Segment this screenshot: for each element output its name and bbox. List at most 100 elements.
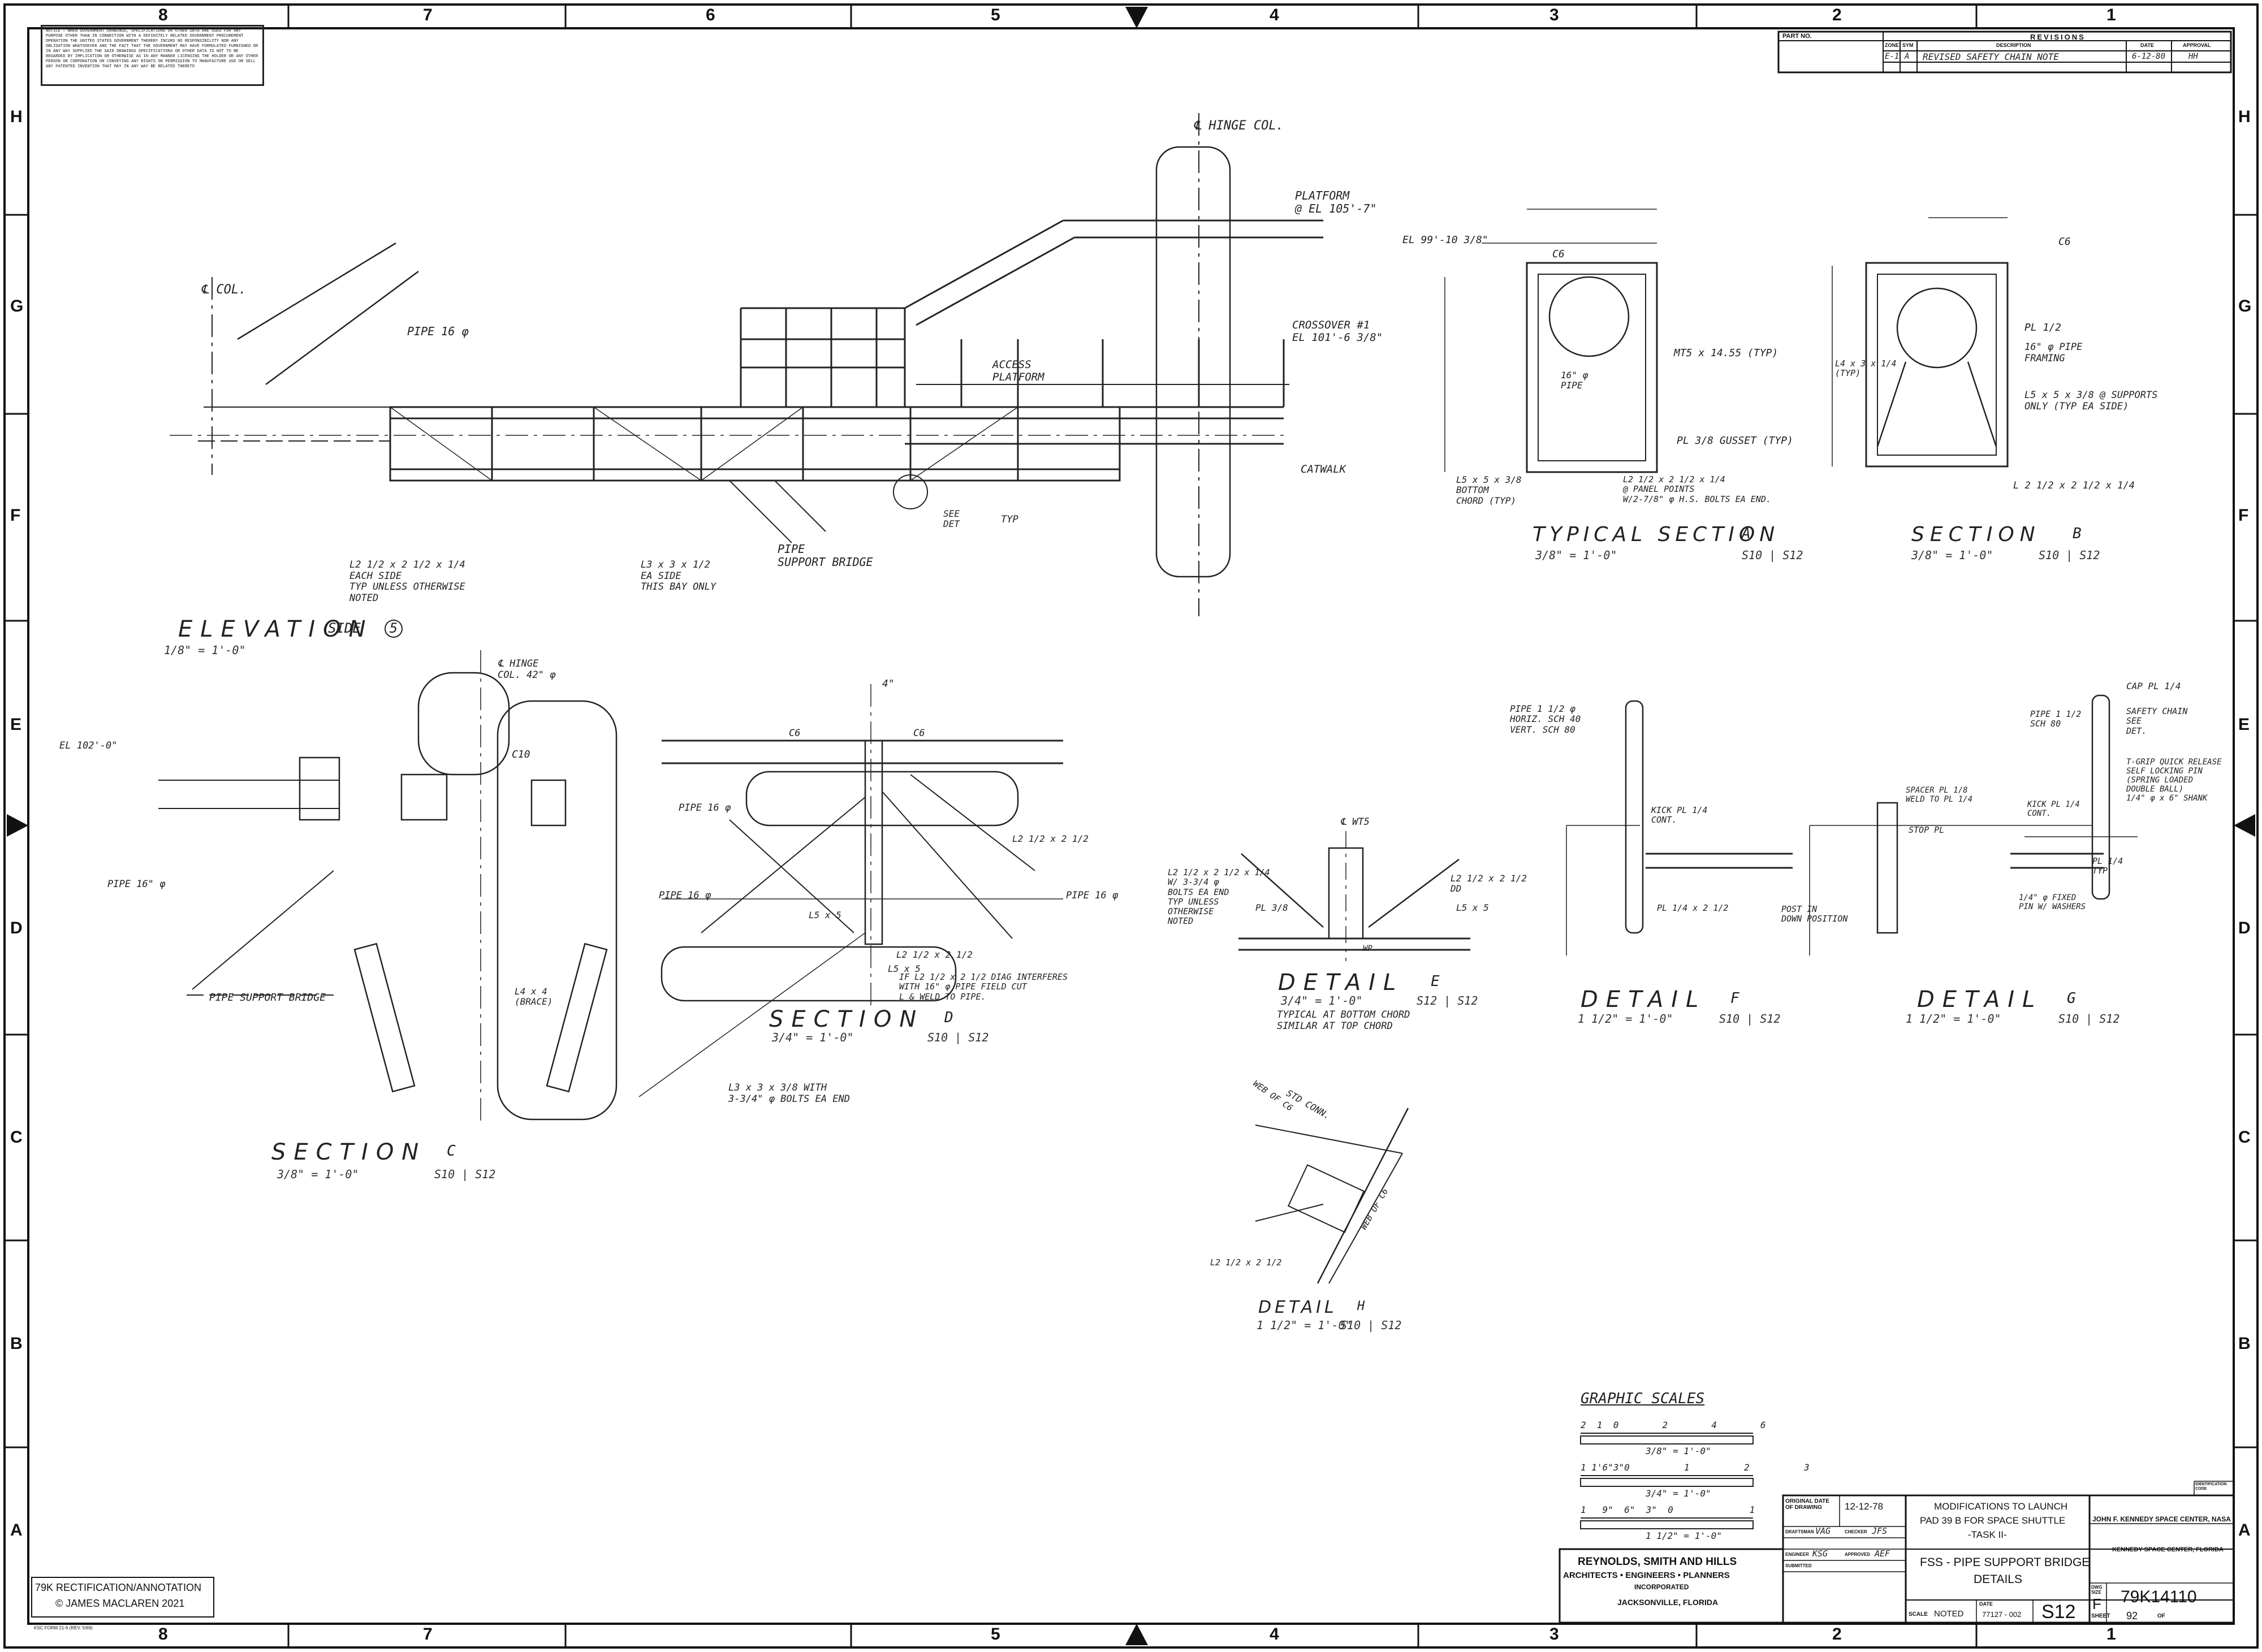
callout-mt5: MT5 x 14.55 (TYP) [1674, 347, 1778, 359]
typical-section-a-tag: A [1742, 525, 1751, 542]
agency2: KENNEDY SPACE CENTER, FLORIDA [2112, 1546, 2224, 1553]
callout-l5-bottom: L5 x 5 x 3/8 BOTTOM CHORD (TYP) [1456, 474, 1522, 506]
detail-g-scale: 1 1/2" = 1'-0" [1906, 1012, 2001, 1026]
zone-row-h-right: H [2238, 107, 2251, 126]
centering-arrows [7, 7, 2255, 1645]
detail-f-view [1566, 700, 1793, 955]
revisions-col-sym: SYM [1902, 42, 1914, 48]
callout-pl-f: PL 1/4 x 2 1/2 [1657, 903, 1729, 913]
revisions-col-date: DATE [2140, 42, 2154, 48]
elevation-title: ELEVATION [178, 616, 374, 642]
detail-g-title: DETAIL [1917, 987, 2043, 1013]
revisions-header: REVISIONS [2030, 33, 2086, 41]
callout-pipe-16-c: PIPE 16" φ [107, 879, 166, 890]
sheet-border [3, 3, 2259, 1649]
callout-l5-d1: L5 x 5 [809, 910, 841, 920]
callout-pipe-framing: 16" φ PIPE FRAMING [2024, 341, 2083, 364]
project-line2: PAD 39 B FOR SPACE SHUTTLE [1920, 1515, 2066, 1526]
zone-row-h-left: H [10, 107, 23, 126]
zone-col-8-top: 8 [158, 6, 168, 24]
firm-city: JACKSONVILLE, FLORIDA [1617, 1598, 1719, 1607]
zone-col-1-top: 1 [2106, 6, 2116, 24]
zone-row-b-right: B [2238, 1334, 2251, 1353]
dwg-no: 79K14110 [2121, 1588, 2197, 1606]
section-d-ref: S10 | S12 [927, 1031, 989, 1044]
dwg-size: F [2092, 1595, 2101, 1612]
zone-row-a-left: A [10, 1521, 23, 1539]
section-d-view [638, 684, 1063, 1097]
section-d-scale: 3/4" = 1'-0" [772, 1031, 854, 1044]
callout-fixed-pin: 1/4" φ FIXED PIN W/ WASHERS [2019, 893, 2086, 912]
section-b-title: SECTION [1911, 523, 2041, 546]
zone-col-5-bottom: 5 [991, 1625, 1000, 1644]
revisions-col-zone: ZONE [1885, 42, 1900, 48]
section-c-tag: C [447, 1143, 456, 1160]
scale-3-label: 1 1/2" = 1'-0" [1646, 1530, 1722, 1541]
annotation-line2: © JAMES MACLAREN 2021 [55, 1598, 185, 1609]
callout-pipe-16-d3: PIPE 16 φ [1066, 890, 1119, 901]
zone-row-b-left: B [10, 1334, 23, 1353]
elevation-subtitle: SIDE [328, 620, 361, 636]
elevation-scale: 1/8" = 1'-0" [164, 643, 246, 657]
detail-e-scale: 3/4" = 1'-0" [1281, 994, 1363, 1007]
sheet-no: 92 [2126, 1610, 2138, 1621]
zone-col-6-top: 6 [706, 6, 715, 24]
callout-cap-pl: CAP PL 1/4 [2126, 681, 2181, 691]
revisions-col-approval: APPROVAL [2183, 42, 2211, 48]
revision-zone: E-1 [1885, 52, 1900, 61]
approved-label: APPROVED [1845, 1552, 1870, 1557]
scale-value: NOTED [1934, 1609, 1964, 1619]
section-b-ref: S10 | S12 [2039, 548, 2100, 562]
zone-col-7-top: 7 [423, 6, 433, 24]
zone-row-g-left: G [10, 297, 24, 315]
zone-row-d-left: D [10, 919, 23, 937]
section-b-scale: 3/8" = 1'-0" [1911, 548, 1993, 562]
revision-description: REVISED SAFETY CHAIN NOTE [1923, 51, 2059, 62]
dwg-title1: FSS - PIPE SUPPORT BRIDGE [1920, 1556, 2090, 1569]
callout-hinge-col: ℄ HINGE COL. [1193, 119, 1284, 133]
elevation-view [170, 113, 1323, 616]
zone-col-8-bottom: 8 [158, 1625, 168, 1644]
approved: AEF [1875, 1549, 1890, 1559]
firm-line3: INCORPORATED [1634, 1583, 1689, 1591]
zone-row-f-right: F [2238, 506, 2249, 525]
zone-col-1-bottom: 1 [2106, 1625, 2116, 1644]
callout-tgrip: T-GRIP QUICK RELEASE SELF LOCKING PIN (S… [2126, 758, 2222, 803]
callout-crossover: CROSSOVER #1 EL 101'-6 3/8" [1292, 319, 1383, 344]
zone-row-g-right: G [2238, 297, 2252, 315]
scale-3-marks: 1 9" 6" 3" 0 1 [1581, 1504, 1755, 1515]
zone-row-c-left: C [10, 1128, 23, 1147]
callout-pipe-16-d2: PIPE 16 φ [659, 890, 711, 901]
callout-l5-e: L5 x 5 [1456, 902, 1489, 913]
revision-approval: HH [2188, 52, 2198, 61]
zone-row-a-right: A [2238, 1521, 2251, 1539]
project-line1: MODIFICATIONS TO LAUNCH [1934, 1501, 2068, 1512]
callout-l2-panel: L2 1/2 x 2 1/2 x 1/4 @ PANEL POINTS W/2-… [1623, 474, 1771, 504]
callout-c6-b: C6 [2058, 236, 2071, 248]
detail-g-ref: S10 | S12 [2058, 1012, 2120, 1026]
zone-col-7-bottom: 7 [423, 1625, 433, 1644]
annotation-box [31, 1577, 214, 1618]
callout-pl-half: PL 1/2 [2024, 322, 2062, 334]
section-d-title: SECTION [769, 1006, 925, 1032]
callout-c10: C10 [512, 749, 530, 760]
callout-spacer-pl: SPACER PL 1/8 WELD TO PL 1/4 [1906, 786, 1973, 805]
code-label: IDENTIFICATION CODE [2195, 1482, 2227, 1491]
section-c-view [158, 650, 618, 1125]
engineer-label: ENGINEER [1785, 1552, 1809, 1557]
job-no: 77127 - 002 [1982, 1610, 2022, 1619]
elevation-side-no: 5 [385, 620, 403, 638]
zone-row-d-right: D [2238, 919, 2251, 937]
revisions-block-lines [1777, 31, 2232, 73]
callout-el-102: EL 102'-0" [59, 740, 118, 751]
graphic-scales [1580, 1433, 1754, 1529]
callout-dim-4: 4" [882, 678, 895, 690]
callout-l2-h: L2 1/2 x 2 1/2 [1210, 1257, 1282, 1268]
callout-safety-chain: SAFETY CHAIN SEE DET. [2126, 706, 2188, 736]
callout-access-platform: ACCESS PLATFORM [992, 358, 1044, 383]
drafting: VAG [1815, 1526, 1831, 1536]
zone-col-5-top: 5 [991, 6, 1000, 24]
callout-col: ℄ COL. [201, 283, 247, 297]
callout-l5-d2: L5 x 5 [888, 963, 921, 974]
callout-c6-d1: C6 [789, 728, 801, 739]
